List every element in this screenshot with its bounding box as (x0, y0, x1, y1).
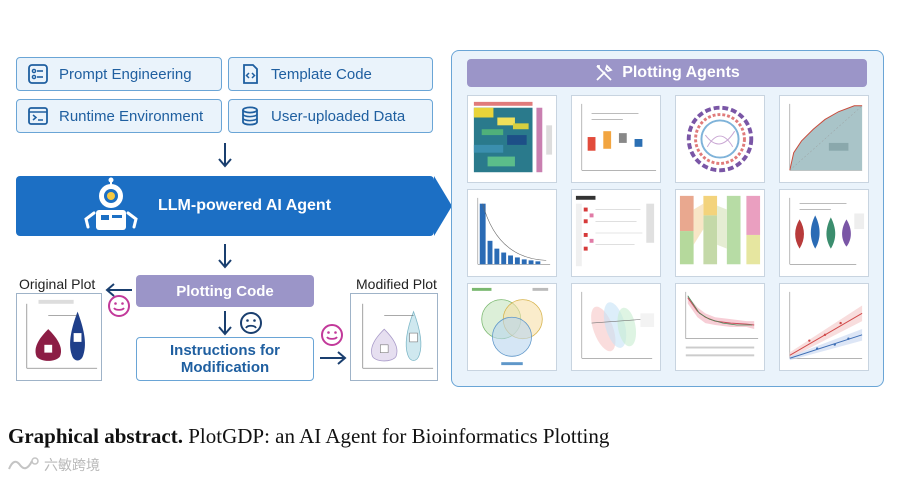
prompt-engineering-label: Prompt Engineering (59, 65, 192, 83)
oncoprint-thumbnail (571, 189, 661, 277)
watermark: 六敏跨境 (6, 455, 100, 475)
user-uploaded-data-label: User-uploaded Data (271, 107, 406, 125)
plotting-agents-header: Plotting Agents (467, 59, 867, 87)
robot-icon (84, 177, 138, 230)
circos-thumbnail (675, 95, 765, 183)
terminal-icon (28, 107, 48, 125)
runtime-environment-label: Runtime Environment (59, 107, 204, 125)
roc-curve-thumbnail (779, 95, 869, 183)
watermark-logo-icon (8, 457, 39, 470)
happy-face-icon (108, 295, 130, 317)
alluvial-thumbnail (675, 189, 765, 277)
database-icon (242, 106, 258, 126)
boxplot-thumbnail (571, 95, 661, 183)
original-plot-thumbnail (16, 293, 102, 381)
caption-text: PlotGDP: an AI Agent for Bioinformatics … (182, 424, 610, 448)
pca-thumbnail (571, 283, 661, 371)
sad-face-icon (240, 312, 262, 334)
agent-pointer (434, 176, 452, 236)
agent-label: LLM-powered AI Agent (158, 197, 332, 214)
instructions-box: Instructions for Modification (136, 337, 314, 381)
arrow-down-1 (218, 143, 232, 168)
list-icon (28, 64, 48, 84)
arrow-right (320, 351, 347, 365)
plotting-agents-title: Plotting Agents (622, 64, 740, 81)
user-uploaded-data-box: User-uploaded Data (228, 99, 433, 133)
instructions-line-1: Instructions for (169, 342, 280, 359)
modified-plot-thumbnail (350, 293, 438, 381)
template-code-box: Template Code (228, 57, 433, 91)
caption-bold: Graphical abstract. (8, 424, 183, 448)
barplot-thumbnail (467, 189, 557, 277)
survival-curve-thumbnail (675, 283, 765, 371)
caption: Graphical abstract. PlotGDP: an AI Agent… (8, 424, 609, 449)
modified-plot-label: Modified Plot (356, 276, 437, 292)
regression-thumbnail (779, 283, 869, 371)
instructions-line-2: Modification (180, 359, 270, 376)
arrow-left (105, 283, 132, 297)
arrow-down-2 (218, 244, 232, 269)
happy-face-icon-2 (321, 324, 343, 346)
arrow-down-3 (218, 311, 232, 336)
heatmap-thumbnail (467, 95, 557, 183)
runtime-environment-box: Runtime Environment (16, 99, 222, 133)
plotting-code-box: Plotting Code (136, 275, 314, 307)
prompt-engineering-box: Prompt Engineering (16, 57, 222, 91)
code-file-icon (243, 64, 258, 84)
llm-agent-bar: LLM-powered AI Agent (16, 176, 434, 236)
venn-thumbnail (467, 283, 557, 371)
original-plot-label: Original Plot (19, 276, 96, 292)
template-code-label: Template Code (271, 65, 372, 83)
watermark-text: 六敏跨境 (44, 457, 100, 473)
tools-icon (596, 64, 613, 81)
violin-thumbnail (779, 189, 869, 277)
